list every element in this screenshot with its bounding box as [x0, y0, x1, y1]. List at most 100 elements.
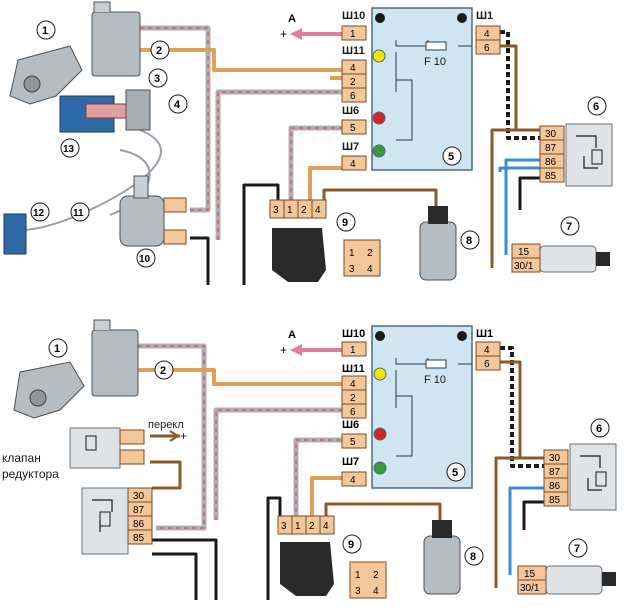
wire-sh7: [308, 166, 342, 208]
top-callouts: 1 2 3 4 5 6 7 8 9 10 11 12 13: [30, 20, 607, 268]
coil-8: [423, 535, 461, 595]
ecu-block-5: [371, 325, 473, 489]
connector-sh1: Ш1 4 6: [475, 328, 501, 371]
callout-label: 5: [452, 467, 458, 479]
relay-6-pins: 30 87 86 85: [543, 449, 569, 507]
bottom-callouts: 1 2 5 6 7 8 9: [48, 338, 610, 566]
fuse-label: F 10: [424, 374, 446, 386]
callout-label: 1: [54, 343, 60, 355]
valve-conn-b: [119, 449, 145, 465]
component-10: [119, 195, 165, 247]
valve-label-1: клапан: [2, 451, 41, 465]
bottom-diagram: F 10 Ш10 1 Ш11 4 2 6 Ш6 5 Ш7 4 Ш1: [2, 319, 617, 600]
wire-blue-switch: [508, 486, 544, 575]
wire-sh6-stripe: [295, 439, 342, 520]
wire-left-relay-black-2: [152, 552, 198, 600]
wire-pink-6-stripe: [215, 409, 342, 520]
wire-brown-switch: [494, 456, 544, 588]
connector-sh10: Ш10 1: [341, 10, 367, 41]
pin-label: 4: [484, 29, 490, 40]
callout-label: 7: [566, 221, 572, 233]
led-yellow: [372, 49, 386, 63]
plus-label: +: [280, 27, 287, 41]
switch-7-pins: 15 30/1: [511, 243, 541, 273]
pin-label: 2: [350, 77, 356, 88]
arrow-a-icon: [290, 28, 302, 40]
bolt-icon: [29, 389, 47, 407]
pin-label: 87: [133, 505, 145, 516]
connector-9: 3 1 2 4: [277, 515, 335, 596]
callout-label: 11: [73, 208, 84, 219]
top-diagram: F 10 Ш10 1 Ш11 4 2 6 Ш6 5 Ш7 4 Ш1: [3, 1, 613, 285]
fuse-f10: [425, 41, 447, 51]
wire-blue-black: [500, 346, 544, 468]
key-icon: [596, 252, 610, 266]
bracket-1: [9, 45, 83, 105]
wire-conn10-black: [190, 236, 210, 285]
valve-core: [85, 103, 131, 119]
connector-label: Ш6: [342, 419, 359, 431]
connector-sh7: Ш7 4: [341, 456, 367, 487]
connector-label: Ш1: [476, 328, 493, 340]
pin-label: 1: [355, 570, 361, 581]
connector-sh10: Ш10 1: [341, 328, 367, 357]
led-green: [372, 144, 386, 158]
pin-label: 30: [133, 491, 145, 502]
pin-label: 2: [350, 393, 356, 404]
wire-brown: [500, 360, 544, 460]
pin-label: 5: [350, 437, 356, 448]
switch-7-pins: 15 30/1: [517, 565, 547, 595]
pin-label: 6: [350, 407, 356, 418]
connector-sh6: Ш6 5: [341, 419, 367, 449]
ignition-switch-7: [545, 565, 603, 595]
callout-label: 12: [33, 208, 45, 219]
switch-label: перекл: [148, 419, 184, 431]
switch-2: [91, 329, 139, 397]
callout-label: 10: [139, 254, 151, 265]
pin-label: 1: [350, 345, 356, 356]
callout-label: 1: [42, 25, 48, 37]
valve-conn-a: [119, 429, 145, 445]
terminal-a-label: A: [288, 13, 296, 25]
ignition-switch-7: [539, 245, 597, 273]
top-wires: [9, 25, 540, 285]
wire-pink-6-stripe: [217, 91, 342, 240]
callout-label: 6: [593, 101, 599, 113]
pin-label: 86: [549, 481, 561, 492]
coil-8-top: [432, 520, 452, 538]
pin-label: 4: [350, 379, 356, 390]
wire-brown-switch: [490, 128, 540, 268]
wire-sh7: [310, 476, 342, 520]
switch-2-lever: [93, 319, 111, 330]
callout-label: 6: [596, 423, 602, 435]
pin-label: 6: [350, 91, 356, 102]
relay-6-pins: 30 87 86 85: [539, 125, 565, 183]
mount-hole: [457, 331, 467, 341]
connector-label: Ш11: [342, 363, 365, 375]
bracket-1: [13, 361, 85, 419]
wire-conn9-black: [242, 183, 280, 285]
pin-label: 6: [484, 43, 490, 54]
wire-conn9-black: [266, 496, 282, 600]
component-10-top: [133, 175, 149, 199]
valve-label-2: редуктора: [2, 467, 59, 481]
pin-label: 4: [367, 264, 373, 275]
component-12: [3, 213, 27, 255]
callout-label: 8: [466, 235, 472, 247]
pin-label: 1: [350, 29, 356, 40]
wire-sensor-11: [9, 129, 162, 232]
connector-label: Ш10: [342, 328, 365, 340]
block5-internal: [395, 358, 472, 457]
bottom-wires: [126, 343, 544, 600]
coil-8: [419, 221, 457, 281]
callout-label: 9: [348, 539, 354, 551]
wire-grey-red-stripe: [140, 27, 209, 211]
connector-sh1: Ш1 4 6: [475, 10, 501, 55]
conn-10-a: [163, 197, 187, 213]
pin-label: 4: [484, 345, 490, 356]
connector-sh7: Ш7 4: [341, 141, 367, 171]
left-relay-pins: 30 87 86 85: [127, 487, 153, 545]
coil-8-top: [428, 206, 448, 224]
relay-6-symbol: [580, 455, 602, 491]
wire-grey-red-stripe: [138, 345, 205, 529]
